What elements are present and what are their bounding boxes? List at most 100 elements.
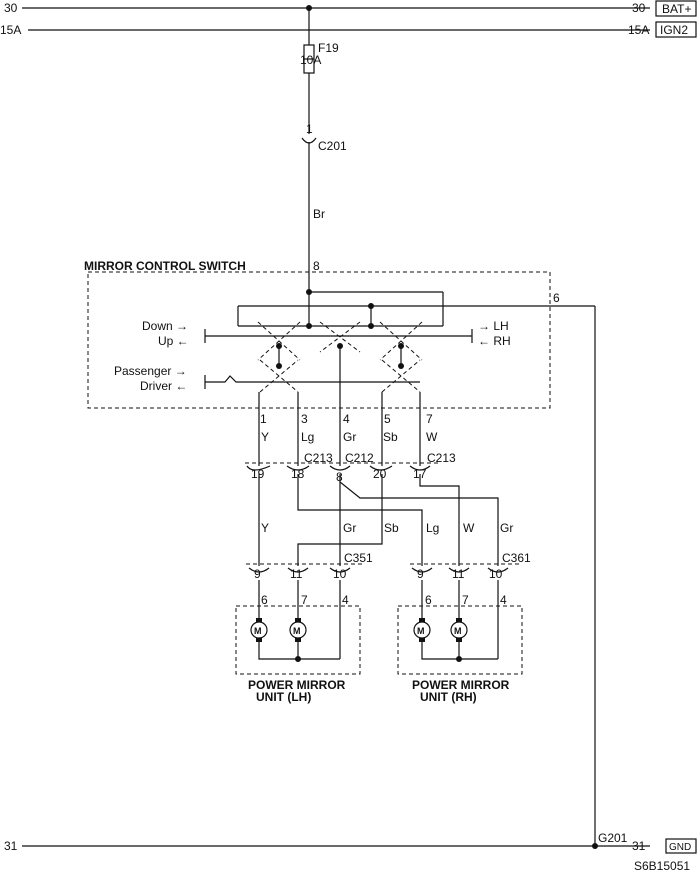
row1-pin-19: 19 [251, 467, 265, 481]
gnd-right-label: 31 [632, 839, 646, 853]
row1-name-c213-b: C213 [427, 451, 456, 465]
motor-rh-2: M [450, 618, 468, 642]
harness-lg [297, 474, 423, 566]
sel-node-2 [398, 363, 404, 369]
out-pin-7: 7 [426, 412, 433, 426]
bat-box [655, 0, 697, 17]
c351-pin-9-mark [248, 567, 270, 573]
ign-box-label: IGN2 [660, 23, 688, 37]
c361-pin-10-mark [487, 567, 509, 573]
ign-left-label: 15A [0, 23, 21, 37]
selector-actuator [205, 375, 420, 383]
c351-name: C351 [344, 551, 373, 565]
out-color-lg: Lg [301, 430, 314, 444]
blade-2b [319, 321, 361, 353]
switch-box [87, 271, 551, 409]
motor-rh-2-label: M [454, 626, 462, 636]
harness-gr-rh [339, 474, 499, 566]
c351-pin-9: 9 [254, 567, 261, 581]
mid-color-lg: Lg [426, 521, 439, 535]
mirror-lh-title-1: POWER MIRROR [248, 678, 346, 692]
out-color-sb: Sb [383, 430, 398, 444]
label-down: Down → [142, 319, 188, 333]
gnd-box-label: GND [669, 842, 691, 853]
ground-label: G201 [598, 831, 628, 845]
harness-sb [297, 474, 383, 566]
lh-pin-7: 7 [301, 593, 308, 607]
rh-common-node [456, 656, 462, 662]
mid-color-sb: Sb [384, 521, 399, 535]
mid-color-gr-2: Gr [500, 521, 513, 535]
switch-pin-out: 6 [553, 291, 560, 305]
sel-node-1 [276, 363, 282, 369]
c361-pin-9: 9 [417, 567, 424, 581]
lh-common [258, 642, 340, 660]
sel-blade-1b [259, 359, 299, 393]
fuse-name: F19 [318, 41, 339, 55]
bat-box-label: BAT+ [662, 2, 691, 16]
motor-lh-2-label: M [293, 626, 301, 636]
out-pin-1: 1 [260, 412, 267, 426]
sel-blade-2b [381, 359, 421, 393]
rh-common [421, 642, 498, 660]
ign-box [655, 21, 697, 38]
c361-pin-11: 11 [452, 567, 465, 581]
c361-name: C361 [502, 551, 531, 565]
row1-pin-20: 20 [373, 467, 387, 481]
blade-3b [379, 321, 423, 361]
rh-pin-7: 7 [462, 593, 469, 607]
rh-pin-6: 6 [425, 593, 432, 607]
conn-8 [329, 465, 351, 471]
c361-pin-10: 10 [489, 567, 503, 581]
out-pin-3: 3 [301, 412, 308, 426]
motor-lh-2: M [289, 618, 307, 642]
motor-lh-1-label: M [254, 626, 262, 636]
lh-common-node [295, 656, 301, 662]
c351-pin-10-mark [329, 567, 351, 573]
c361-pin-11-mark [448, 567, 470, 573]
row1-name-c212: C212 [345, 451, 374, 465]
gnd-left-label: 31 [4, 839, 18, 853]
c351-pin-10: 10 [333, 567, 347, 581]
bat-right-label: 30 [632, 1, 646, 15]
c201-name: C201 [318, 139, 347, 153]
mirror-lh-title-2: UNIT (LH) [256, 690, 311, 704]
out-color-w: W [426, 430, 438, 444]
mirror-rh-box [397, 605, 523, 675]
motor-rh-1-label: M [417, 626, 425, 636]
conn-17 [409, 465, 431, 471]
lh-pin-6: 6 [261, 593, 268, 607]
blade-1b [257, 321, 301, 361]
figure-code: S6B15051 [634, 859, 690, 873]
mid-color-gr: Gr [343, 521, 356, 535]
conn-19 [246, 465, 271, 471]
mirror-lh-box [235, 605, 361, 675]
label-driver: Driver ← [140, 379, 187, 393]
label-up: Up ← [158, 334, 189, 348]
motor-lh-1: M [250, 618, 268, 642]
mirror-rh-title-1: POWER MIRROR [412, 678, 510, 692]
rh-pin-4: 4 [500, 593, 507, 607]
label-lh: → LH [478, 319, 509, 333]
switch-title: MIRROR CONTROL SWITCH [84, 259, 246, 273]
out-pin-5: 5 [384, 412, 391, 426]
c361-pin-9-mark [411, 567, 433, 573]
label-passenger: Passenger → [114, 364, 187, 378]
mid-color-y: Y [261, 521, 269, 535]
out-pin-4: 4 [343, 412, 350, 426]
c351-pin-11-mark [287, 567, 309, 573]
gnd-box [665, 838, 697, 854]
contact-node-2 [368, 323, 374, 329]
lh-pin-4: 4 [342, 593, 349, 607]
harness-w [419, 474, 460, 566]
conn-18 [286, 465, 310, 471]
switch-pin-in: 8 [313, 259, 320, 273]
c351-pin-11: 11 [290, 567, 303, 581]
out-color-y: Y [261, 430, 269, 444]
wire-br-color: Br [313, 207, 325, 221]
row1-name-c213: C213 [304, 451, 333, 465]
mirror-rh-title-2: UNIT (RH) [420, 690, 477, 704]
ign-right-label: 15A [628, 23, 649, 37]
